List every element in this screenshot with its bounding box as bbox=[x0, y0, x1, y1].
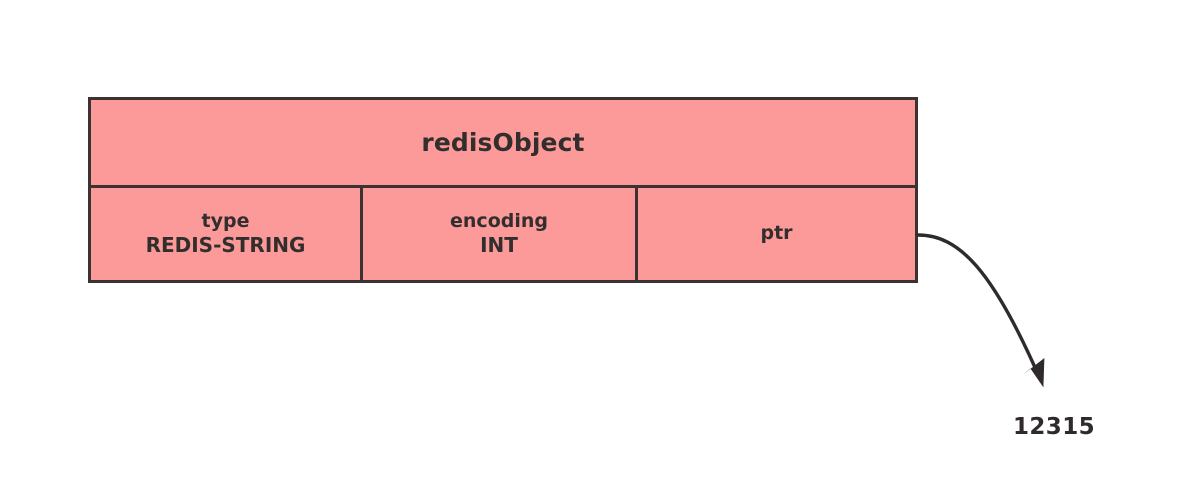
redis-object-struct: redisObject type REDIS-STRING encoding I… bbox=[88, 97, 918, 283]
pointer-target-label: 12315 bbox=[1012, 414, 1096, 440]
field-value-type: REDIS-STRING bbox=[145, 233, 306, 258]
field-name-ptr: ptr bbox=[760, 222, 793, 245]
field-value-encoding: INT bbox=[480, 233, 518, 258]
field-name-encoding: encoding bbox=[450, 210, 548, 233]
struct-title-row: redisObject bbox=[91, 100, 915, 188]
pointer-arrow-path bbox=[916, 233, 1045, 388]
struct-fields-row: type REDIS-STRING encoding INT ptr bbox=[91, 188, 915, 280]
field-cell-ptr: ptr bbox=[638, 188, 915, 280]
field-cell-type: type REDIS-STRING bbox=[91, 188, 363, 280]
field-name-type: type bbox=[201, 210, 250, 233]
pointer-arrow bbox=[916, 233, 1045, 388]
struct-title-label: redisObject bbox=[421, 128, 585, 157]
field-cell-encoding: encoding INT bbox=[363, 188, 638, 280]
